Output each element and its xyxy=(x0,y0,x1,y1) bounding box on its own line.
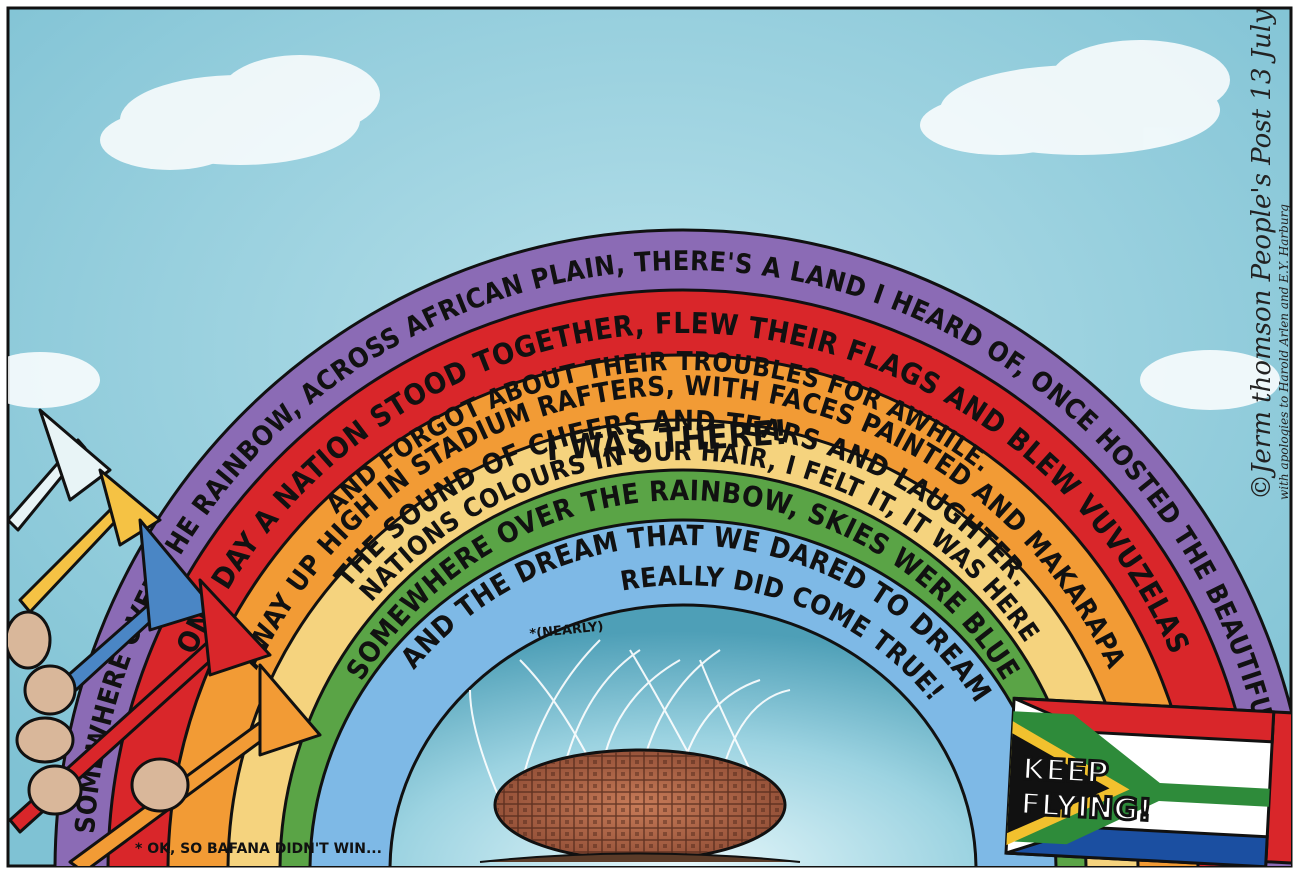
hands-icon xyxy=(8,610,190,816)
vuvuzelas xyxy=(8,408,322,866)
flag-text-flying: FLYING! xyxy=(1020,787,1153,829)
signature-text: ©Jerm thomson People's Post 13 July 10 xyxy=(1247,0,1277,500)
vuvuzela-yellow-icon xyxy=(18,468,162,614)
stadium-scene: *(NEARLY) xyxy=(469,619,801,863)
clouds xyxy=(8,40,1280,410)
apology-text: with apologies to Harold Arlen and E.Y. … xyxy=(1277,204,1291,500)
flag-text-keep: KEEP xyxy=(1021,752,1109,791)
signature: ©Jerm thomson People's Post 13 July 10 w… xyxy=(1247,0,1291,500)
south-africa-flag: KEEP FLYING! xyxy=(1004,696,1291,866)
vuvuzela-white-icon xyxy=(8,408,112,532)
rainbow xyxy=(53,228,1291,866)
bafana-note: * OK, SO BAFANA DIDN'T WIN... xyxy=(135,841,382,857)
